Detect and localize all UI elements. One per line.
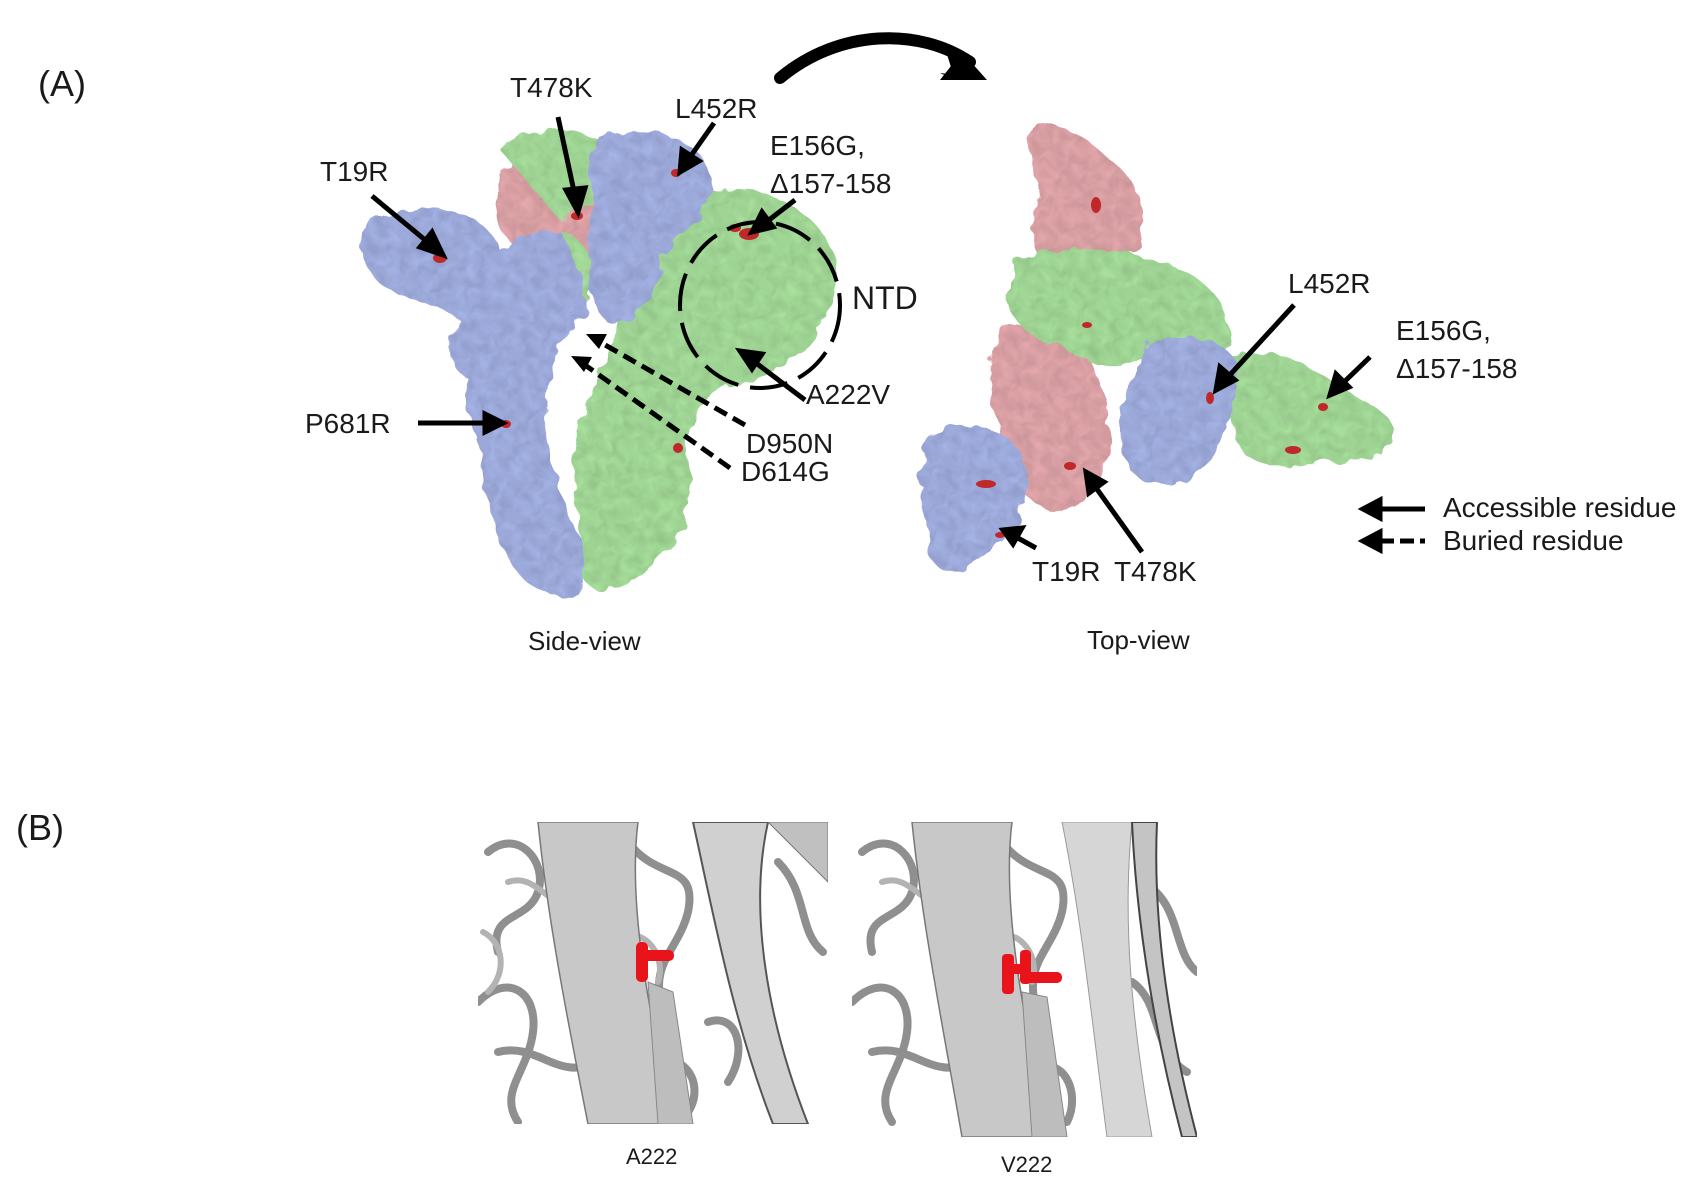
top-pink-chain	[1028, 124, 1144, 270]
legend-accessible-label: Accessible residue	[1443, 492, 1677, 523]
top-label-e156g-line2: Δ157-158	[1396, 353, 1518, 384]
side-view-structure	[360, 32, 1425, 599]
side-label-e156g-line1: E156G,	[770, 130, 865, 161]
rotation-arrow	[774, 32, 976, 84]
legend	[1357, 495, 1425, 555]
top-green-chain	[1005, 249, 1231, 367]
legend-buried-label: Buried residue	[1443, 525, 1624, 556]
ribbon-a222	[478, 822, 828, 1124]
side-label-t478k: T478K	[510, 72, 593, 103]
side-label-d950n: D950N	[746, 428, 834, 459]
ntd-label: NTD	[852, 280, 918, 316]
side-label-e156g-line2: Δ157-158	[770, 168, 892, 199]
top-label-l452r: L452R	[1288, 268, 1371, 299]
top-label-t19r: T19R	[1032, 556, 1101, 587]
side-view-caption: Side-view	[528, 626, 641, 656]
side-label-l452r: L452R	[675, 93, 758, 124]
top-blue-chain	[1120, 336, 1236, 485]
side-label-a222v: A222V	[806, 379, 891, 410]
ribbon-v222	[852, 822, 1197, 1137]
side-label-t19r: T19R	[320, 156, 389, 187]
side-label-p681r: P681R	[305, 408, 391, 439]
side-label-d614g: D614G	[741, 456, 830, 487]
top-label-t478k: T478K	[1114, 556, 1197, 587]
panel-b-label: (B)	[16, 807, 64, 848]
side-blue-chain	[360, 208, 587, 599]
top-label-e156g-line1: E156G,	[1396, 315, 1491, 346]
panel-a-label: (A)	[38, 63, 86, 104]
caption-v222: V222	[1001, 1152, 1053, 1177]
top-view-caption: Top-view	[1087, 625, 1190, 655]
caption-a222: A222	[626, 1144, 678, 1169]
